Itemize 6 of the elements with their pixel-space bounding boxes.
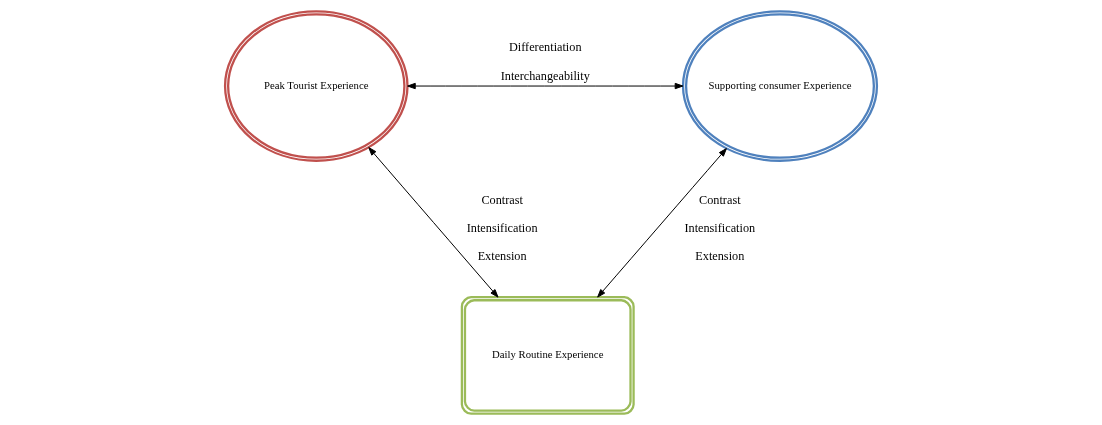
- arrow: [368, 147, 499, 298]
- arrow: [597, 148, 727, 298]
- edge-label: Contrast Intensification Extension: [684, 192, 756, 264]
- edge-label: Contrast Intensification Extension: [466, 192, 538, 264]
- arrow: [407, 82, 684, 90]
- edge-label: Differentiation Interchangeability: [500, 40, 590, 83]
